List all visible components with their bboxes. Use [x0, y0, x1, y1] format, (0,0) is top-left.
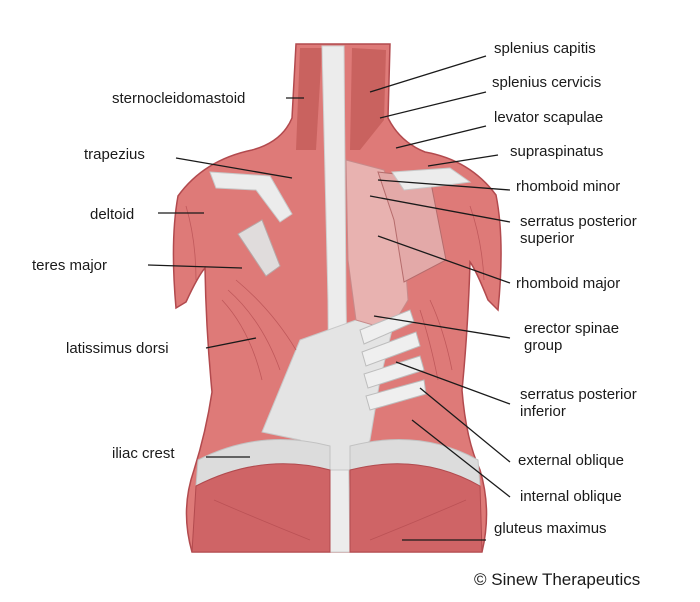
label-deltoid: deltoid	[90, 206, 135, 223]
muscle-fibers	[185, 205, 485, 541]
leader-serratus-posterior-superior	[369, 195, 511, 223]
label-serratus-posterior-inferior-line1: serratus posterior	[520, 386, 637, 403]
label-serratus-posterior-inferior: serratus posterior inferior	[520, 386, 700, 420]
leader-teres-major	[147, 264, 243, 269]
label-splenius-capitis: splenius capitis	[494, 40, 596, 57]
label-splenius-cervicis: splenius cervicis	[492, 74, 602, 91]
right-scapula-spine	[391, 167, 472, 191]
gluteus-right	[349, 463, 483, 553]
label-external-oblique: external oblique	[518, 452, 624, 469]
left-scapula-spine	[209, 171, 293, 223]
label-supraspinatus: supraspinatus	[510, 143, 604, 160]
leader-serratus-posterior-inferior	[395, 361, 511, 405]
leader-lines	[147, 55, 511, 541]
label-trapezius: trapezius	[84, 146, 145, 163]
leader-rhomboid-major	[377, 235, 511, 284]
label-serratus-posterior-superior-line2: superior	[520, 230, 575, 247]
label-internal-oblique: internal oblique	[520, 488, 622, 505]
label-latissimus-dorsi: latissimus dorsi	[66, 340, 169, 357]
leader-splenius-capitis	[369, 55, 487, 93]
label-rhomboid-minor: rhomboid minor	[516, 178, 621, 195]
neck-shading	[296, 48, 322, 150]
leader-erector-spinae	[373, 315, 511, 339]
label-serratus-posterior-superior: serratus posterior superior	[520, 213, 700, 247]
neck-shading-right	[350, 48, 386, 150]
leader-latissimus-dorsi	[205, 337, 257, 349]
label-erector-spinae-group: erector spinae group	[524, 320, 700, 354]
left-teres-tendon	[237, 219, 281, 277]
label-levator-scapulae: levator scapulae	[494, 109, 604, 126]
leader-levator-scapulae	[395, 125, 487, 149]
label-teres-major: teres major	[32, 257, 108, 274]
label-gluteus-maximus: gluteus maximus	[494, 520, 607, 537]
label-rhomboid-major: rhomboid major	[516, 275, 621, 292]
gluteus-left	[191, 463, 331, 553]
label-erector-spinae-line1: erector spinae	[524, 320, 620, 337]
label-sternocleidomastoid: sternocleidomastoid	[112, 90, 246, 107]
leader-supraspinatus	[427, 154, 499, 167]
label-iliac-crest: iliac crest	[112, 445, 175, 462]
copyright-credit: © Sinew Therapeutics	[474, 570, 641, 589]
leader-rhomboid-minor	[377, 179, 511, 191]
leader-external-oblique	[419, 387, 511, 463]
leader-splenius-cervicis	[379, 91, 487, 119]
leader-trapezius	[175, 157, 293, 179]
label-serratus-posterior-inferior-line2: inferior	[520, 403, 566, 420]
label-serratus-posterior-superior-line1: serratus posterior	[520, 213, 637, 230]
serratus-ribs	[359, 309, 427, 411]
label-erector-spinae-line2: group	[524, 337, 563, 354]
leader-internal-oblique	[411, 419, 511, 498]
